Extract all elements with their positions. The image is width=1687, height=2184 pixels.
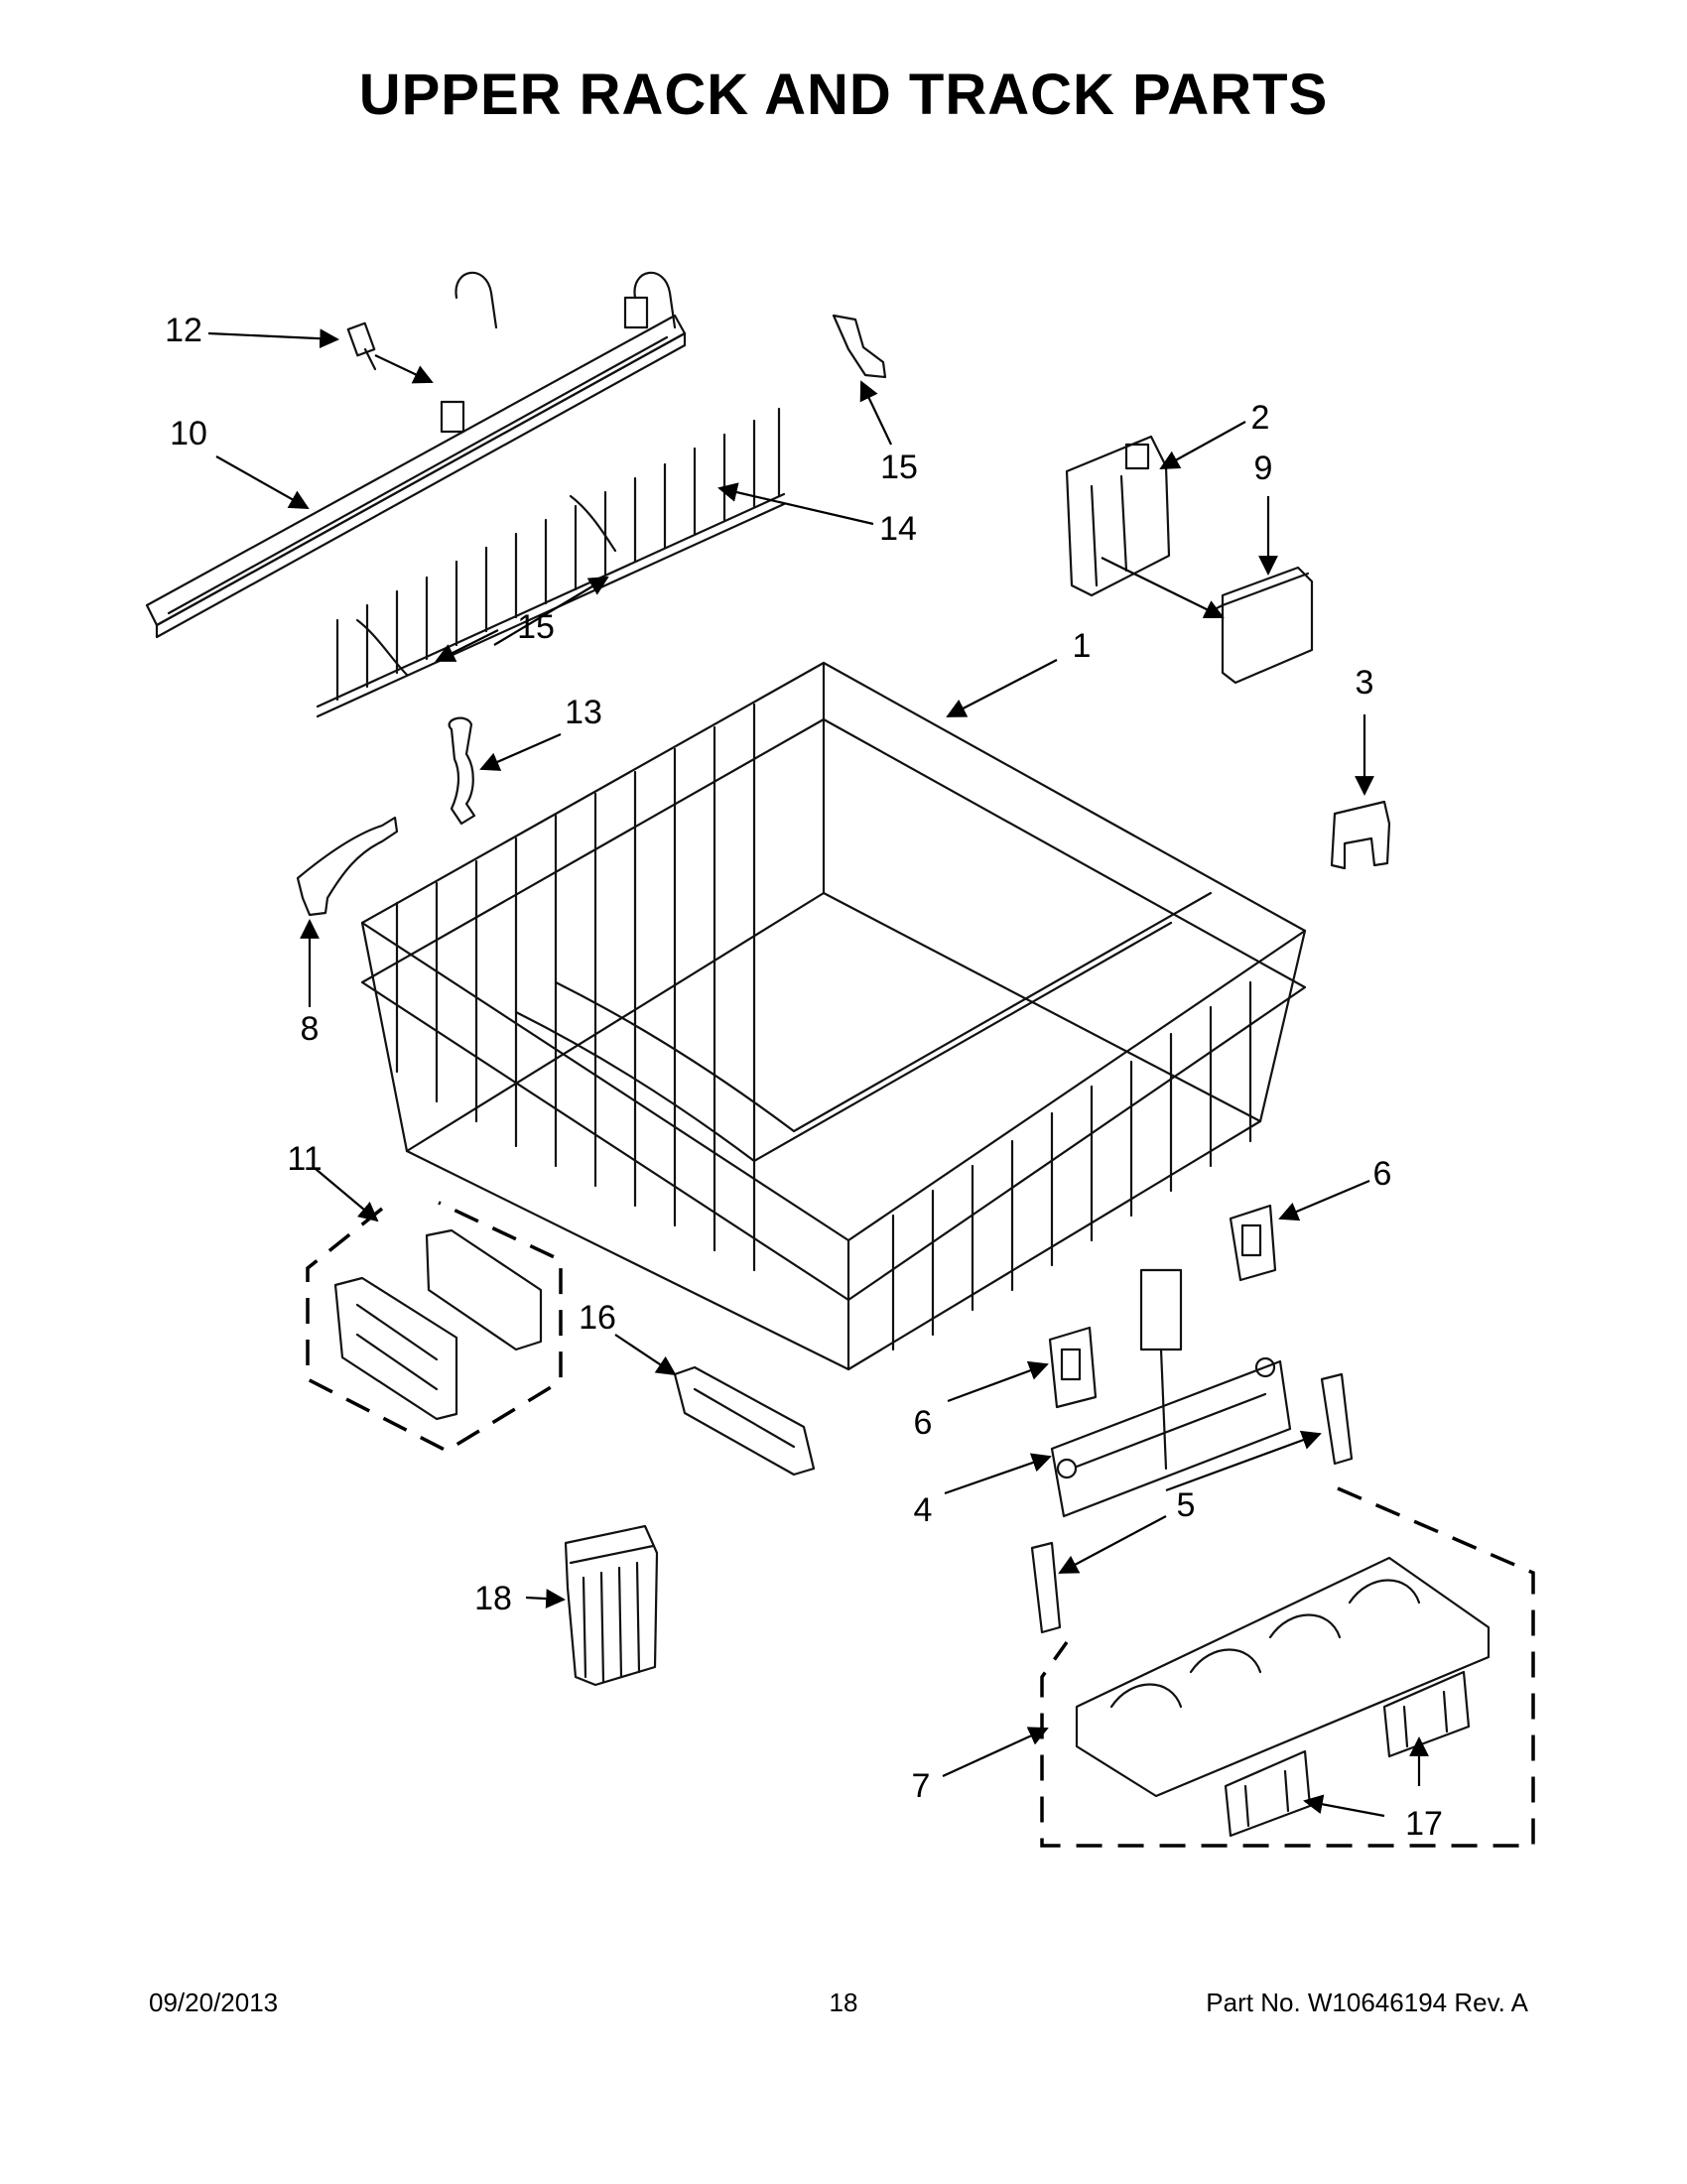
- callout-18: 18: [474, 1580, 512, 1617]
- part-3-cap: [1330, 800, 1391, 870]
- callout-6-left: 6: [913, 1404, 933, 1442]
- part-4-adjuster: [1050, 1268, 1292, 1518]
- part-18-basket: [564, 1524, 659, 1687]
- callout-10: 10: [170, 415, 207, 452]
- part-12-screw: [346, 321, 377, 371]
- part-16-bracket: [673, 1365, 816, 1477]
- callout-7: 7: [911, 1767, 931, 1805]
- callout-15-left: 15: [517, 608, 555, 646]
- callout-2: 2: [1250, 399, 1270, 437]
- footer-date: 09/20/2013: [149, 1988, 279, 2017]
- callout-13: 13: [565, 694, 602, 731]
- part-15-clip-top: [832, 314, 887, 379]
- callout-12: 12: [165, 312, 202, 349]
- callout-6-right: 6: [1372, 1155, 1392, 1193]
- part-6-clip-left: [1048, 1326, 1098, 1409]
- callout-1: 1: [1072, 627, 1092, 665]
- callout-15-top: 15: [880, 449, 918, 486]
- callout-17: 17: [1405, 1805, 1443, 1843]
- part-17-clip-right: [1382, 1670, 1471, 1758]
- part-5-track-stop-left: [1030, 1541, 1062, 1634]
- leader-lines: [207, 328, 1429, 1818]
- part-5-track-stop-right: [1320, 1372, 1354, 1466]
- part-1-upper-rack: [360, 661, 1307, 1371]
- footer-page-number: 18: [829, 1988, 858, 2017]
- part-8-stop: [296, 816, 399, 917]
- page-title: UPPER RACK AND TRACK PARTS: [358, 63, 1329, 127]
- part-2-bracket: [1065, 435, 1171, 597]
- part-9-cover: [1211, 566, 1314, 685]
- callout-3: 3: [1355, 664, 1374, 702]
- part-11-group: [306, 1201, 563, 1454]
- part-10-track-rail: [145, 271, 687, 639]
- part-7-group: [1040, 1486, 1535, 1848]
- callout-8: 8: [300, 1010, 320, 1048]
- callout-4: 4: [913, 1491, 933, 1529]
- part-7-tine-assembly: [1075, 1556, 1491, 1798]
- callout-14: 14: [879, 510, 917, 548]
- callout-11: 11: [287, 1140, 323, 1178]
- part-11-cup-shelf: [333, 1228, 543, 1421]
- part-14-tine-row: [316, 407, 786, 718]
- footer-part-number: Part No. W10646194 Rev. A: [1206, 1988, 1528, 2017]
- part-13-clip: [448, 716, 476, 826]
- part-17-clip-left: [1224, 1749, 1312, 1838]
- part-6-clip-right: [1229, 1204, 1277, 1282]
- callout-16: 16: [579, 1299, 616, 1337]
- callout-5: 5: [1176, 1486, 1196, 1524]
- callout-9: 9: [1253, 450, 1273, 487]
